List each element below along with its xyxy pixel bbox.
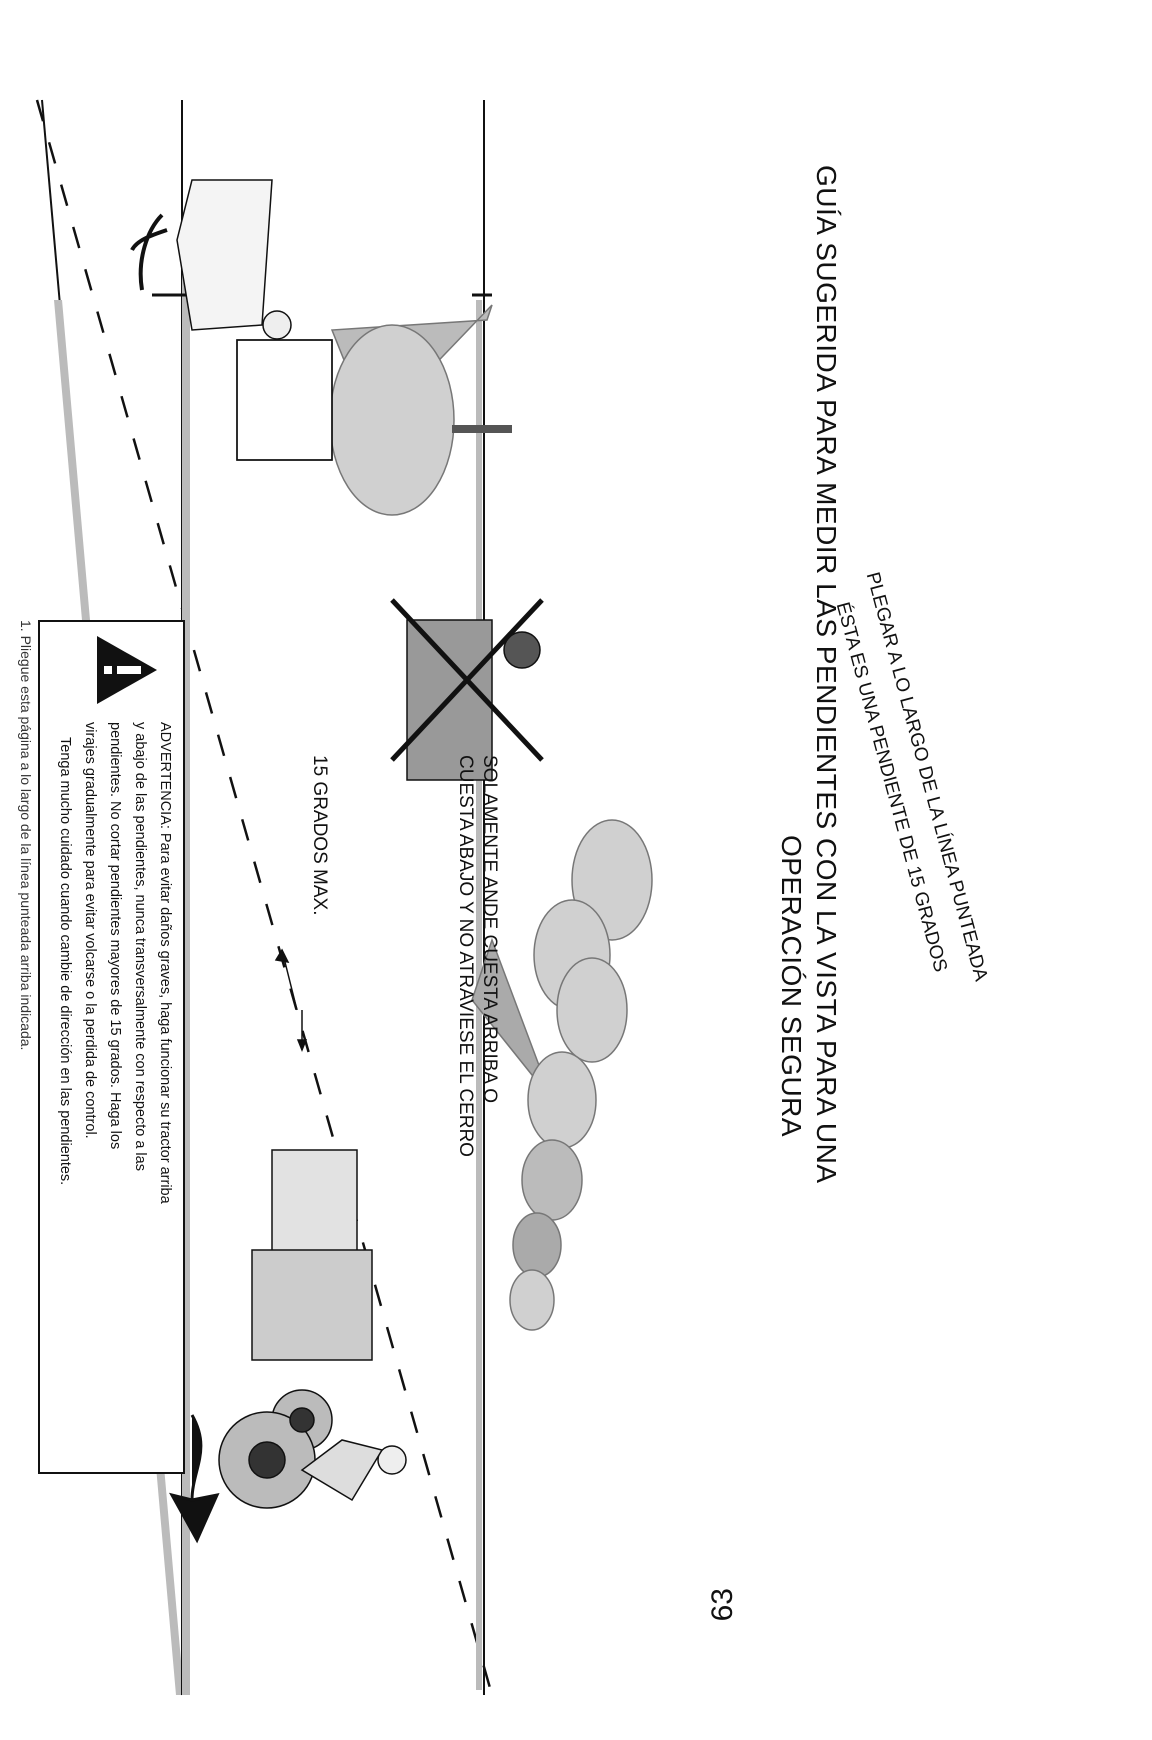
fold-dashed-line xyxy=(35,99,494,1696)
warning-icon xyxy=(97,636,157,704)
warning-text-line: ADVERTENCIA: Para evitar daños graves, h… xyxy=(157,722,173,1204)
man-with-page xyxy=(176,179,333,461)
operation-instruction: SOLAMENTE ANDE CUESTA ARRIBA O xyxy=(479,755,500,1104)
riding-tractor xyxy=(218,1149,407,1509)
tree xyxy=(521,1139,583,1221)
warning-text-line: virajes gradualmente para evitar volcars… xyxy=(82,722,98,1139)
tree xyxy=(556,957,628,1063)
tree-group xyxy=(329,304,653,1331)
tree-trunk xyxy=(452,425,512,433)
tree xyxy=(509,1269,555,1331)
footnote: 1. Pliegue esta página a lo largo de la … xyxy=(18,620,34,1051)
warning-text-line: Tenga mucho cuidado cuando cambie de dir… xyxy=(57,737,73,1186)
warning-box: ADVERTENCIA: Para evitar daños graves, h… xyxy=(38,620,185,1474)
angle-arrows xyxy=(274,948,308,1053)
pine-tree xyxy=(471,937,553,1101)
warning-text-line: y abajo de las pendientes, nunca transve… xyxy=(132,722,148,1171)
direction-arrow xyxy=(169,1414,220,1544)
warning-text-line: pendientes. No cortar pendientes mayores… xyxy=(107,722,123,1150)
angle-label: 15 GRADOS MAX. xyxy=(309,755,330,916)
scribble xyxy=(130,213,168,291)
tree xyxy=(329,324,455,516)
crossed-out-tractor xyxy=(390,598,544,781)
tree xyxy=(512,1212,562,1278)
tree xyxy=(527,1051,597,1149)
operation-instruction-continuation: CUESTA ABAJO Y NO ATRAVIESE EL CERRO xyxy=(455,755,476,1157)
